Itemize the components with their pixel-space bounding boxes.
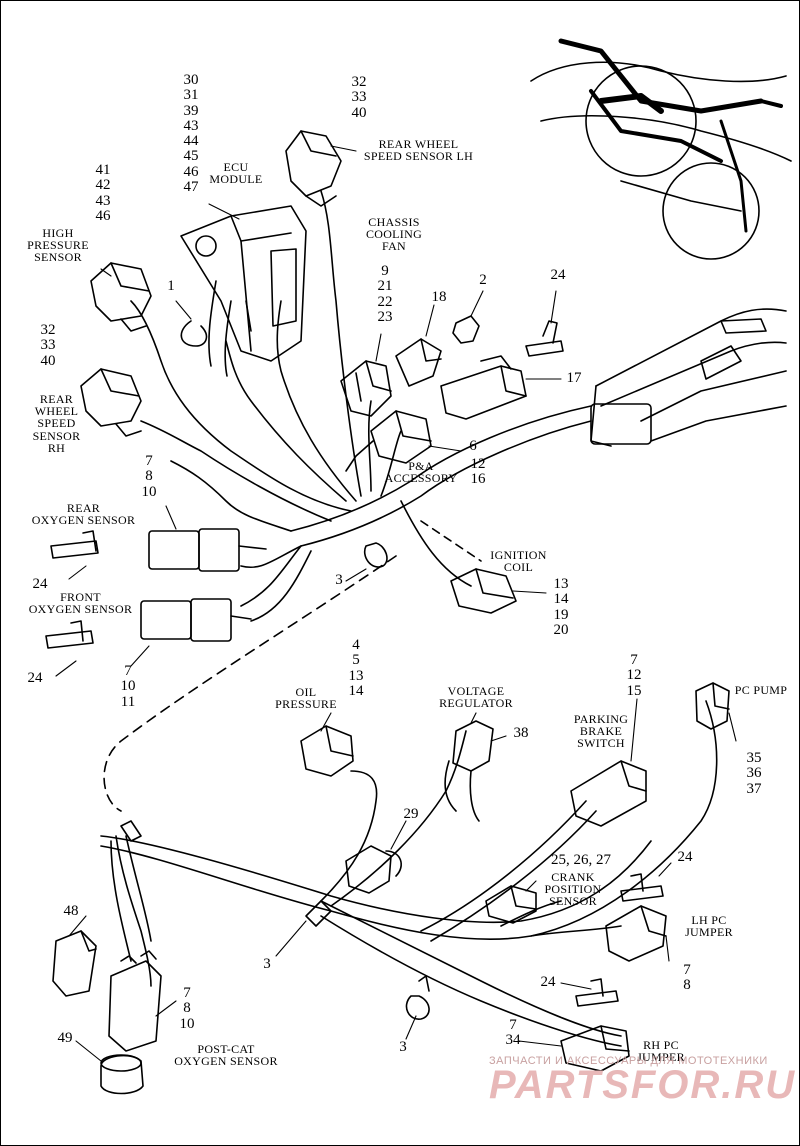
parking-brake-switch (570, 760, 647, 827)
callout-3-lower: 3 (399, 1039, 407, 1055)
clip-1 (180, 320, 208, 347)
post-cat-oxygen-sensor (108, 950, 162, 1052)
voltage-regulator-connector (444, 720, 494, 822)
watermark-logo: PARTSFOR.RU (489, 1063, 797, 1107)
callout-rw-lh-items: 32 33 40 (351, 74, 367, 121)
label-pc-pump: PC PUMP (734, 683, 788, 697)
callout-ignition-items: 13 14 19 20 (553, 576, 569, 638)
callout-24-front-o2: 24 (27, 670, 43, 686)
callout-17: 17 (566, 370, 582, 386)
label-rear-oxygen-sensor: REAR OXYGEN SENSOR (31, 501, 136, 528)
rh-pc-jumper (560, 1025, 630, 1072)
ignition-coil-connector (450, 568, 517, 614)
callout-29: 29 (403, 806, 419, 822)
callout-49: 49 (57, 1030, 73, 1046)
callout-1: 1 (167, 278, 175, 294)
callout-high-pressure-items: 41 42 43 46 (95, 162, 111, 224)
label-parking-brake-switch: PARKING BRAKE SWITCH (573, 712, 629, 751)
label-rear-wheel-speed-sensor-lh: REAR WHEEL SPEED SENSOR LH (363, 137, 474, 164)
callout-24-rear-o2: 24 (32, 576, 48, 592)
callout-48: 48 (63, 903, 79, 919)
pc-pump-connector (695, 682, 730, 730)
callout-3-middle: 3 (263, 956, 271, 972)
rear-wheel-speed-sensor-rh (80, 368, 142, 437)
part-24-crank (620, 873, 664, 902)
label-high-pressure-sensor: HIGH PRESSURE SENSOR (27, 226, 89, 265)
high-pressure-sensor (90, 262, 152, 332)
callout-6: 6 (469, 438, 477, 454)
callout-crank-items: 25, 26, 27 (551, 852, 611, 868)
lh-pc-jumper (605, 905, 667, 962)
clip-3-lower (405, 995, 430, 1020)
part-48 (52, 930, 97, 997)
label-oil-pressure: OIL PRESSURE (275, 685, 337, 712)
clip-3-upper (364, 542, 388, 568)
dashed-continuation (103, 555, 397, 812)
clip-3-lower-stem (418, 975, 430, 992)
watermark-tagline: ЗАПЧАСТИ И АКСЕССУАРЫ ДЛЯ МОТОТЕХНИКИ (489, 1055, 768, 1067)
part-29 (345, 845, 402, 894)
clip-3-middle (305, 900, 332, 927)
leader-lines (55, 145, 737, 1062)
callout-ecu-items: 30 31 39 43 44 45 46 47 (183, 72, 199, 196)
callout-rh-pc-items: 7 34 (505, 1017, 521, 1049)
part-17 (440, 355, 527, 420)
callout-18: 18 (431, 289, 447, 305)
label-pa-accessory: P&A ACCESSORY (384, 459, 458, 486)
label-voltage-regulator: VOLTAGE REGULATOR (439, 684, 513, 711)
label-rear-wheel-speed-sensor-rh: REAR WHEEL SPEED SENSOR RH (32, 392, 81, 455)
harness-main-lower (100, 700, 718, 1047)
part-24-top (525, 320, 564, 357)
label-chassis-cooling-fan: CHASSIS COOLING FAN (365, 215, 423, 254)
rear-oxygen-connector (148, 528, 267, 572)
part-24-oxygen (45, 530, 99, 649)
callout-lh-pc-items: 7 8 (683, 962, 691, 994)
label-front-oxygen-sensor: FRONT OXYGEN SENSOR (28, 590, 133, 617)
label-crank-position-sensor: CRANK POSITION SENSOR (544, 870, 602, 909)
label-lh-pc-jumper: LH PC JUMPER (685, 913, 733, 940)
callout-2: 2 (479, 272, 487, 288)
callout-front-o2-items: 7 10 11 (120, 663, 136, 710)
callout-24-lower: 24 (540, 974, 556, 990)
label-ecu-module: ECU MODULE (209, 160, 263, 187)
part-18 (395, 338, 442, 387)
callout-24-crank: 24 (677, 849, 693, 865)
callout-oil-pressure-items: 4 5 13 14 (348, 637, 364, 699)
oil-pressure-connector (300, 725, 354, 777)
callout-3-upper: 3 (335, 572, 343, 588)
callout-24-top: 24 (550, 267, 566, 283)
front-oxygen-connector (140, 598, 252, 642)
part-2 (452, 315, 480, 344)
handlebar-control (590, 308, 787, 447)
ecu-module (180, 205, 307, 377)
callout-rear-o2-items: 7 8 10 (141, 453, 157, 500)
label-post-cat-oxygen-sensor: POST-CAT OXYGEN SENSOR (174, 1042, 278, 1069)
part-24-lower (575, 978, 619, 1007)
harness-main-upper (130, 190, 592, 622)
callout-rw-rh-items: 32 33 40 (40, 322, 56, 369)
callout-pa-items: 12 16 (470, 456, 486, 488)
callout-post-cat-items: 7 8 10 (179, 985, 195, 1032)
label-ignition-coil: IGNITION COIL (490, 548, 547, 575)
callout-pc-pump-items: 35 36 37 (746, 750, 762, 797)
callout-parking-brake-items: 7 12 15 (626, 652, 642, 699)
label-rh-pc-jumper: RH PC JUMPER (637, 1038, 685, 1065)
part-49 (100, 1054, 144, 1095)
callout-chassis-fan-items: 9 21 22 23 (377, 263, 393, 325)
crank-position-connector (485, 885, 537, 924)
callout-38: 38 (513, 725, 529, 741)
rear-wheel-speed-sensor-lh (285, 130, 342, 207)
motorcycle-inset (530, 38, 792, 260)
chassis-fan-connector (340, 360, 392, 417)
